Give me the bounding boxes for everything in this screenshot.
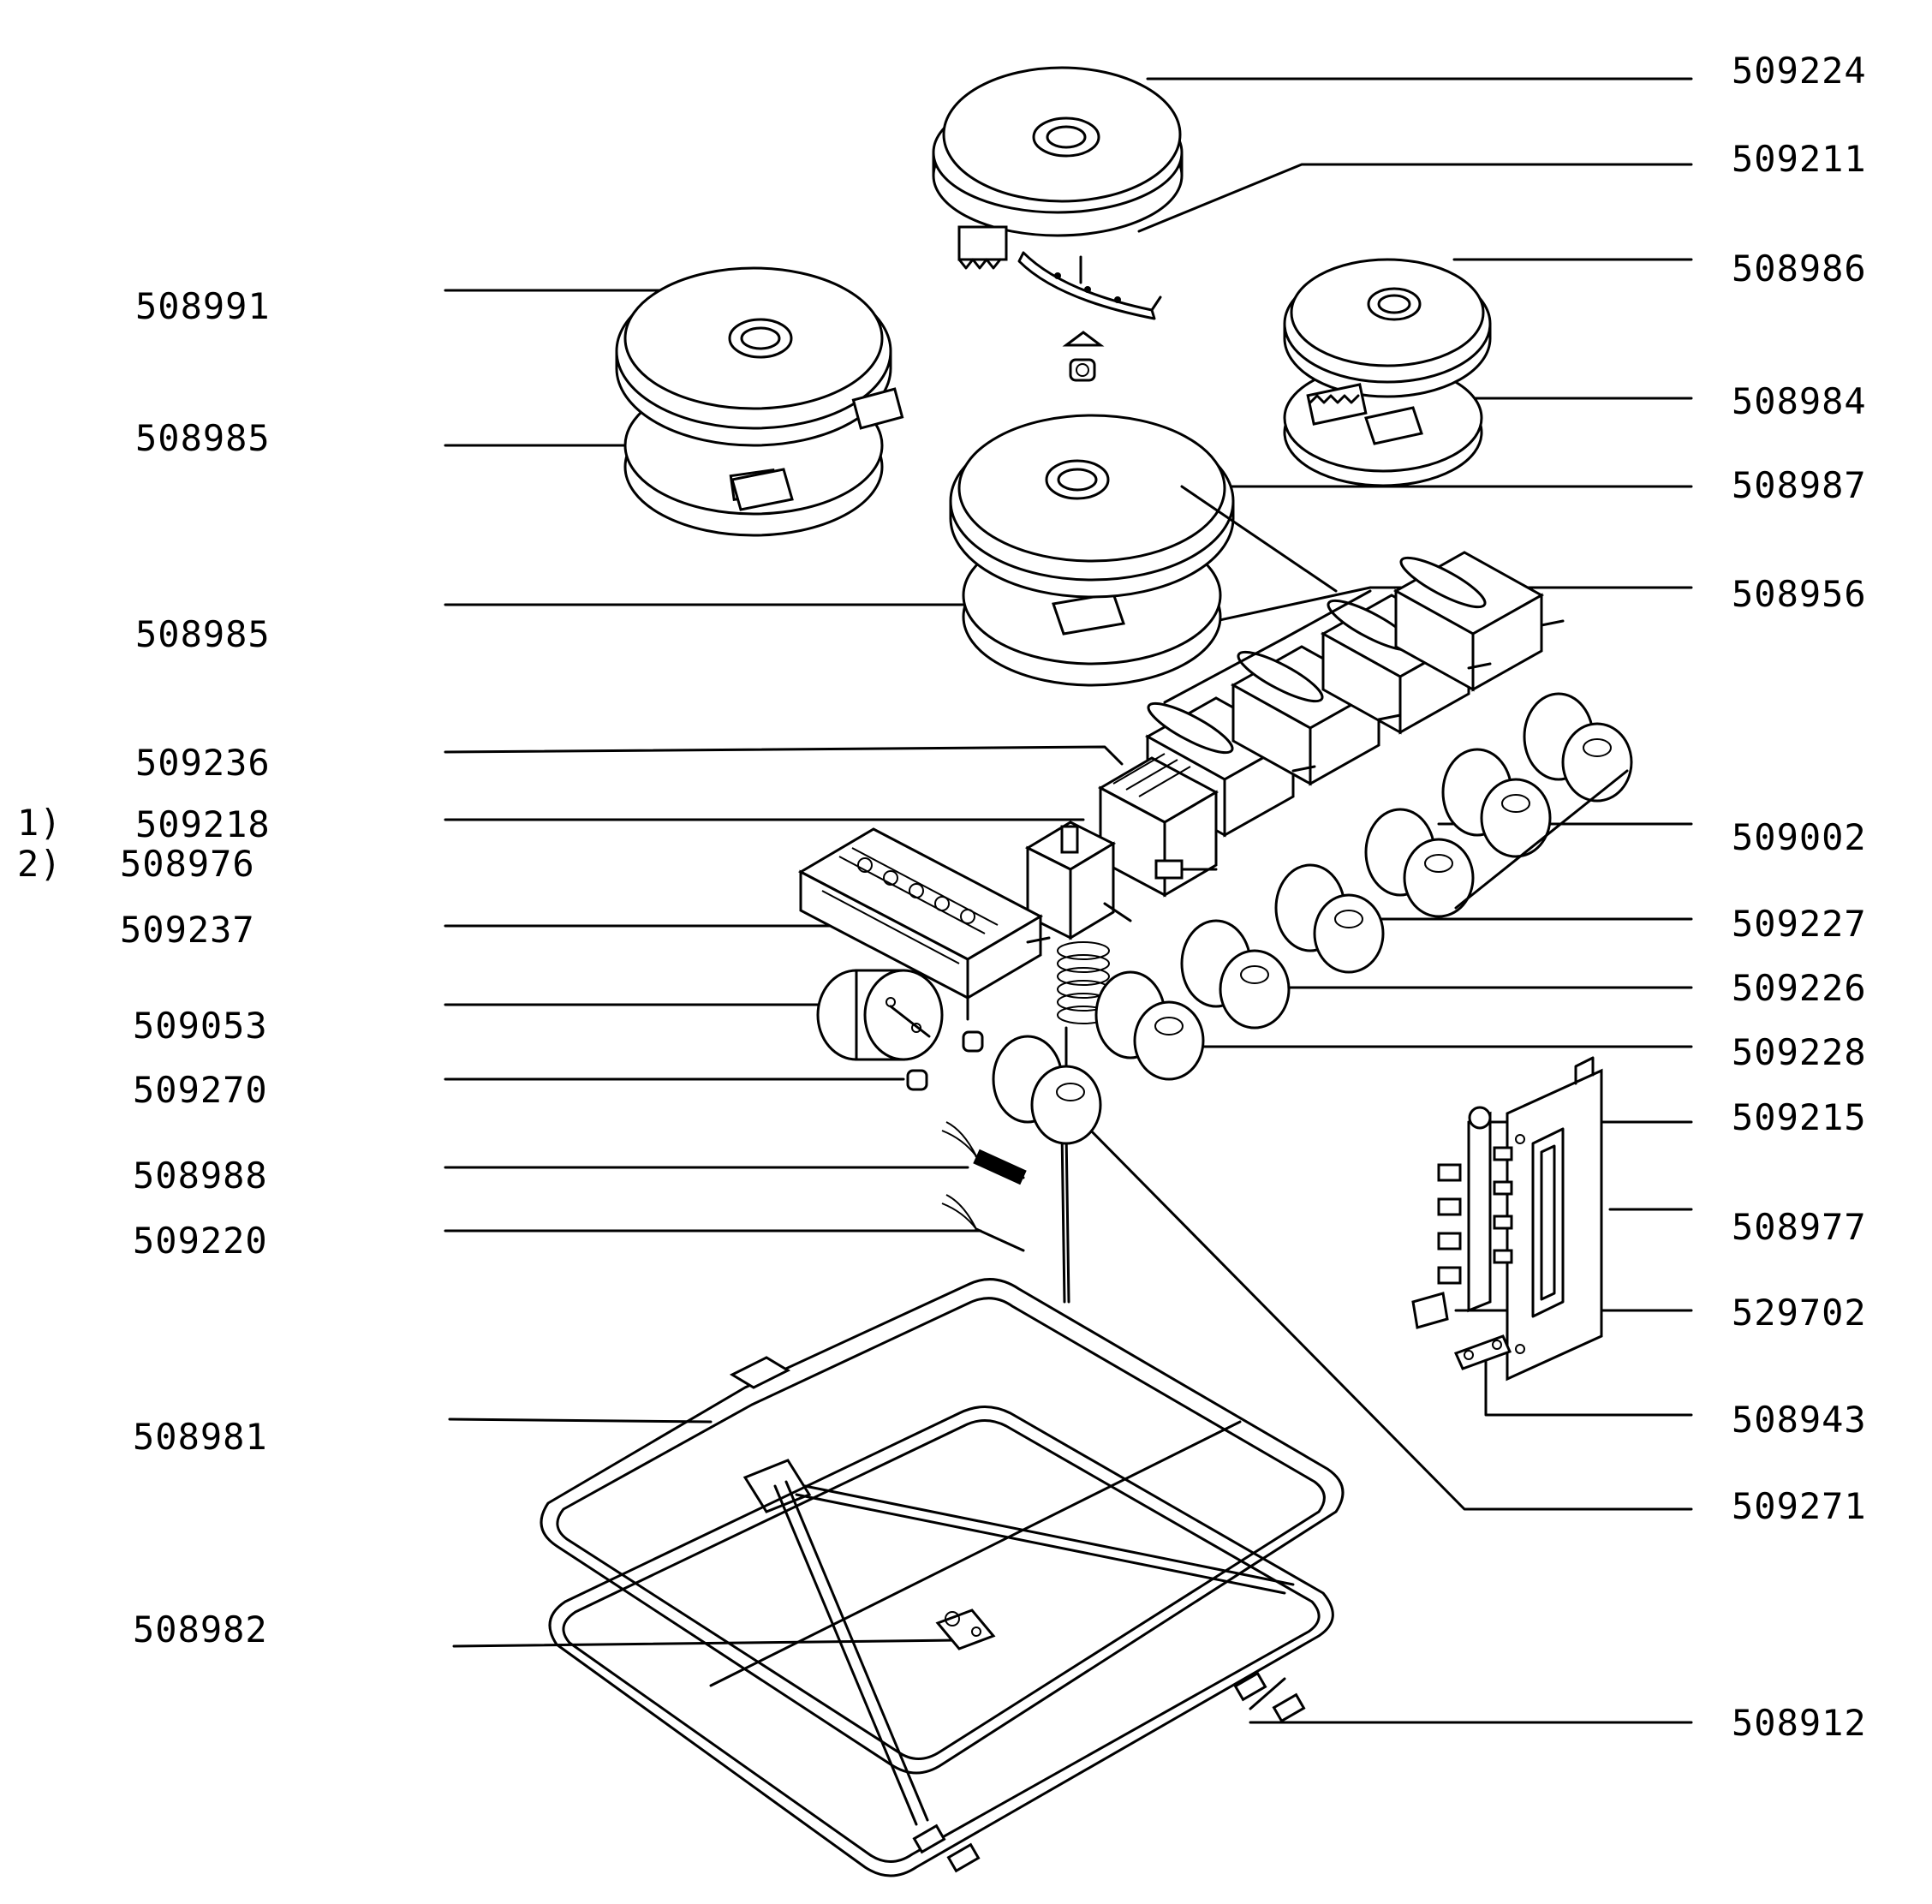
hotplate-508986 <box>1283 258 1492 487</box>
knobs-509002 <box>1364 692 1633 918</box>
hotplate-508987 <box>949 414 1235 687</box>
knob-509226 <box>1180 919 1291 1030</box>
heating-element-508912 <box>548 1406 1334 1877</box>
label-509228: 509228 <box>1732 1031 1867 1073</box>
lamp-holders-509270 <box>906 1030 984 1091</box>
label-509215: 509215 <box>1732 1096 1867 1138</box>
label-508985-lower: 508985 <box>135 613 271 655</box>
label-508982: 508982 <box>133 1609 268 1650</box>
label-508988: 508988 <box>133 1155 268 1197</box>
label-508943: 508943 <box>1732 1399 1867 1441</box>
variant-marker-2: 2) <box>17 843 63 885</box>
label-509237: 509237 <box>120 909 255 951</box>
label-508977: 508977 <box>1732 1206 1867 1248</box>
label-508984: 508984 <box>1732 380 1867 422</box>
label-508956: 508956 <box>1732 573 1867 615</box>
variant-marker-1: 1) <box>17 802 63 844</box>
sensor-509220 <box>941 1194 1025 1252</box>
label-508976: 508976 <box>120 843 255 885</box>
thermostat-509218 <box>1024 821 1132 940</box>
label-509271: 509271 <box>1732 1485 1867 1527</box>
switch-blocks-508956 <box>1144 485 1565 838</box>
thermostat-509236 <box>1097 753 1219 898</box>
label-509227: 509227 <box>1732 903 1867 945</box>
knob-509271 <box>992 1035 1102 1145</box>
label-509211: 509211 <box>1732 138 1867 180</box>
label-509218: 509218 <box>135 803 271 845</box>
bracket-509211 <box>1017 251 1162 382</box>
terminal-block-509215 <box>1411 1106 1513 1370</box>
label-508985-upper: 508985 <box>135 417 271 459</box>
label-508991: 508991 <box>135 285 271 327</box>
heating-element-508981 <box>540 1278 1345 1826</box>
label-529702: 529702 <box>1732 1292 1867 1334</box>
label-508987: 508987 <box>1732 464 1867 506</box>
hotplate-508991 <box>615 266 904 537</box>
label-509236: 509236 <box>135 742 271 784</box>
label-509220: 509220 <box>133 1220 268 1262</box>
label-509224: 509224 <box>1732 50 1867 92</box>
label-508986: 508986 <box>1732 248 1867 289</box>
label-508981: 508981 <box>133 1416 268 1458</box>
spring-and-capillary <box>1057 941 1110 1304</box>
label-509053: 509053 <box>133 1005 268 1047</box>
knob-509227 <box>1274 863 1385 974</box>
label-509270: 509270 <box>133 1069 268 1111</box>
switch-509237 <box>797 827 1051 1021</box>
label-508912: 508912 <box>1732 1702 1867 1744</box>
hotplate-509224 <box>932 66 1184 270</box>
label-509226: 509226 <box>1732 967 1867 1009</box>
sensor-508988 <box>941 1121 1027 1185</box>
bracket-508982 <box>935 1609 996 1650</box>
knob-509228 <box>1094 970 1205 1081</box>
plate-508977 <box>1506 1056 1603 1382</box>
capacitor-509053 <box>816 969 944 1061</box>
label-509002: 509002 <box>1732 816 1867 858</box>
